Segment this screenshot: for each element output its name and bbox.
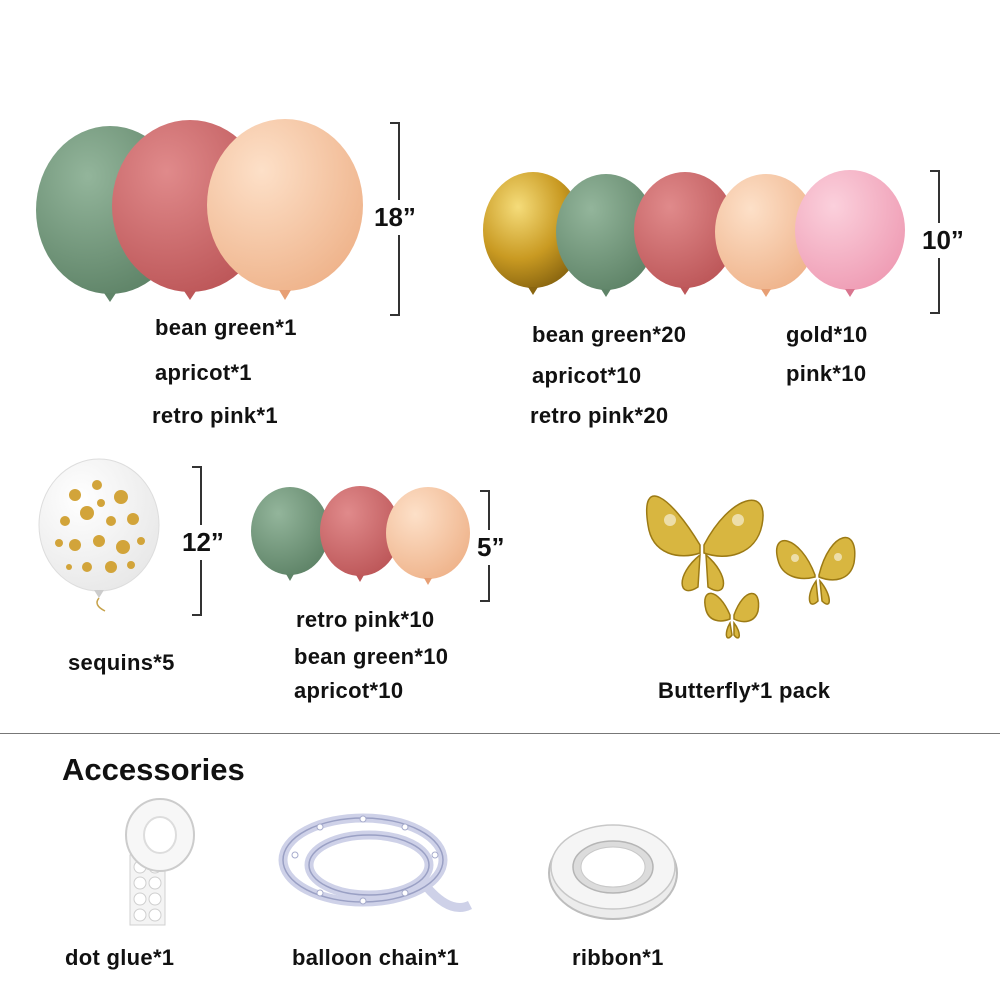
size-label-5: 5” (475, 530, 507, 565)
balloon-chain-icon (278, 813, 473, 912)
label-dot-glue: dot glue*1 (65, 945, 175, 970)
balloon-apricot (715, 174, 817, 290)
balloon-apricot (207, 119, 363, 291)
balloons-10-inch (483, 170, 905, 297)
label-5-apricot: apricot*10 (294, 678, 404, 703)
label-butterfly: Butterfly*1 pack (658, 678, 831, 703)
label-ribbon: ribbon*1 (572, 945, 664, 970)
label-5-retro-pink: retro pink*10 (296, 607, 435, 632)
accessories-heading: Accessories (62, 752, 245, 787)
balloon-bean-green (556, 174, 656, 290)
balloons-18-inch (36, 119, 363, 302)
balloon-sequins-12-inch (38, 458, 160, 612)
label-10-bean-green: bean green*20 (532, 322, 687, 347)
balloon-pink (795, 170, 905, 290)
size-label-10: 10” (920, 223, 966, 258)
size-label-12: 12” (180, 525, 226, 560)
label-10-retro-pink: retro pink*20 (530, 403, 669, 428)
section-divider (0, 733, 1000, 734)
label-10-gold: gold*10 (786, 322, 868, 347)
label-5-bean-green: bean green*10 (294, 644, 449, 669)
label-18-bean-green: bean green*1 (155, 315, 297, 340)
balloon-apricot (386, 487, 470, 579)
label-10-pink: pink*10 (786, 361, 867, 386)
label-18-apricot: apricot*1 (155, 360, 252, 385)
label-sequins: sequins*5 (68, 650, 175, 675)
balloons-5-inch (251, 486, 470, 585)
gold-butterfly-icon (646, 495, 856, 639)
balloon-bean-green (251, 487, 329, 575)
size-label-18: 18” (372, 200, 418, 235)
balloon-retro-pink (320, 486, 400, 576)
balloon-retro-pink (634, 172, 736, 288)
label-18-retro-pink: retro pink*1 (152, 403, 278, 428)
label-10-apricot: apricot*10 (532, 363, 642, 388)
dot-glue-roll-icon (125, 798, 195, 926)
balloon-gold (483, 172, 583, 288)
label-balloon-chain: balloon chain*1 (292, 945, 460, 970)
ribbon-roll-icon (548, 824, 678, 920)
